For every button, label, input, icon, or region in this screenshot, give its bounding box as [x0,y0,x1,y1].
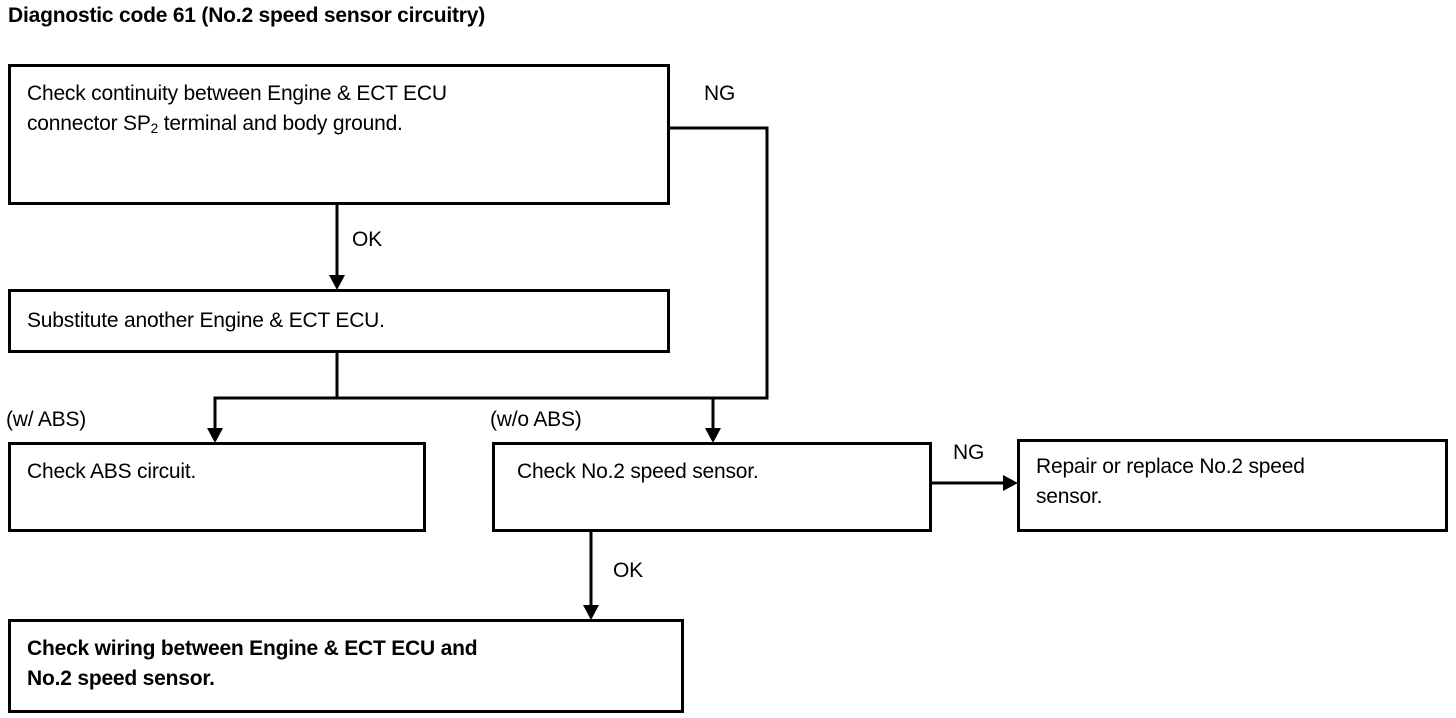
edge-branch-left-arrowhead [207,428,223,443]
node-repair-sensor-line1: Repair or replace No.2 speed [1036,455,1305,478]
node-check-abs-text: Check ABS circuit. [27,457,415,487]
page-title: Diagnostic code 61 (No.2 speed sensor ci… [8,4,486,27]
node-check-abs[interactable]: Check ABS circuit. [8,442,426,532]
edge-ok-sensor-arrowhead [583,605,599,620]
node-check-speed-sensor[interactable]: Check No.2 speed sensor. [492,442,932,532]
edge-ng-top-arrowhead [705,428,721,443]
node-check-speed-sensor-line1: Check No.2 speed sensor. [517,460,759,483]
node-check-continuity-text: Check continuity between Engine & ECT EC… [27,79,659,141]
edge-ng-sensor-arrowhead [1003,475,1018,491]
node-repair-sensor[interactable]: Repair or replace No.2 speed sensor. [1017,439,1448,532]
node-check-continuity-line2-post: terminal and body ground. [158,112,403,135]
edge-label-ok-sensor: OK [613,559,643,582]
edge-branch-path [213,352,339,430]
node-substitute-ecu[interactable]: Substitute another Engine & ECT ECU. [8,289,670,353]
edge-ok-top-arrowhead [329,275,345,290]
node-repair-sensor-text: Repair or replace No.2 speed sensor. [1036,452,1437,512]
branch-label-without-abs: (w/o ABS) [490,408,582,431]
node-check-wiring[interactable]: Check wiring between Engine & ECT ECU an… [8,619,684,713]
node-check-continuity-line1: Check continuity between Engine & ECT EC… [27,82,447,105]
branch-label-with-abs: (w/ ABS) [6,408,87,431]
node-check-speed-sensor-text: Check No.2 speed sensor. [517,457,921,487]
node-substitute-ecu-line1: Substitute another Engine & ECT ECU. [27,309,385,332]
edge-ng-top-path [670,126,769,430]
edge-label-ng-top: NG [704,82,736,105]
node-check-continuity-line2-pre: connector SP [27,112,151,135]
node-repair-sensor-line2: sensor. [1036,485,1103,508]
node-substitute-ecu-text: Substitute another Engine & ECT ECU. [27,306,659,336]
node-check-wiring-line2: No.2 speed sensor. [27,667,215,690]
edge-label-ok-top: OK [352,228,382,251]
node-check-wiring-text: Check wiring between Engine & ECT ECU an… [27,634,673,694]
node-check-wiring-line1: Check wiring between Engine & ECT ECU an… [27,637,478,660]
node-check-abs-line1: Check ABS circuit. [27,460,197,483]
node-check-continuity-subscript: 2 [150,121,159,137]
edge-label-ng-sensor: NG [953,441,985,464]
node-check-continuity[interactable]: Check continuity between Engine & ECT EC… [8,64,670,205]
